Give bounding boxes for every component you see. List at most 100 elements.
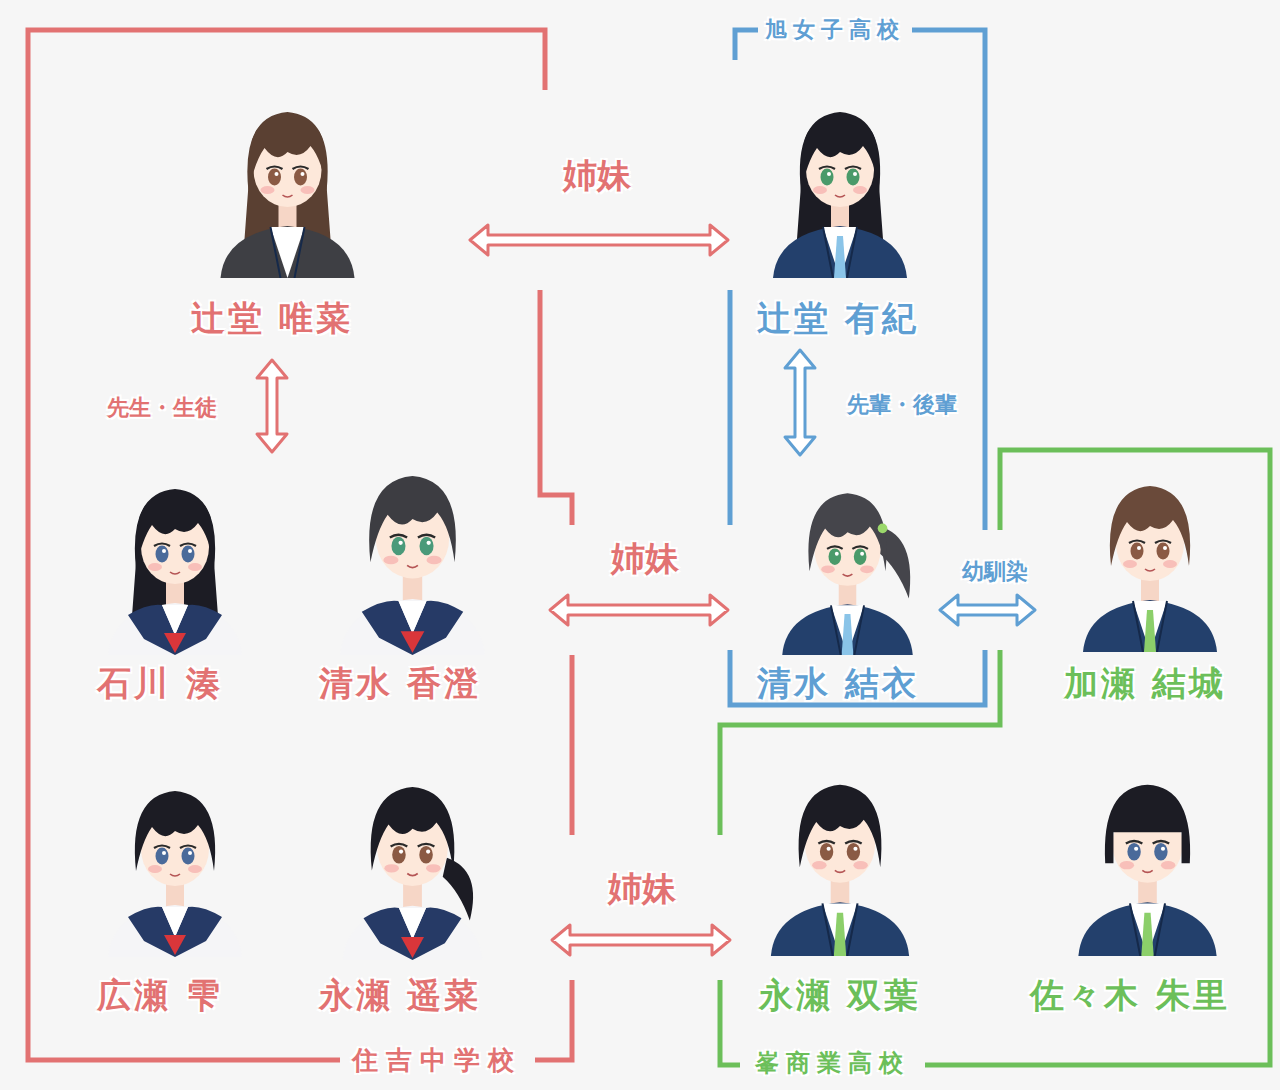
portrait (765, 470, 930, 655)
character-box: 清水 結衣 (728, 455, 940, 705)
portrait (330, 762, 495, 960)
sailor-collar (128, 605, 222, 655)
relation-arrow (257, 360, 287, 452)
portrait-illustration (765, 470, 930, 655)
eye (182, 848, 195, 865)
eye (1127, 843, 1140, 861)
blush (860, 565, 874, 573)
character-name: 佐々木 朱里 (1010, 971, 1250, 1019)
eyelash (1153, 841, 1170, 844)
portrait (755, 88, 925, 278)
eye-highlight (853, 172, 857, 176)
sailor-collar (128, 907, 222, 957)
eye (294, 169, 307, 186)
collar-inner (398, 601, 426, 633)
scarf (401, 631, 425, 653)
blush (1120, 861, 1134, 869)
relation-arrow (550, 595, 728, 625)
shirt (1133, 601, 1167, 652)
eyelash (154, 846, 170, 849)
blush (1161, 861, 1175, 869)
outfit (773, 226, 907, 278)
outfit (343, 906, 483, 960)
eyelash (845, 167, 861, 170)
group-border-line (535, 980, 572, 1060)
blush (301, 186, 315, 194)
eyelash (154, 544, 170, 547)
blush (188, 563, 202, 571)
character-name: 広瀬 雫 (50, 971, 270, 1019)
eye (156, 848, 169, 865)
eye-highlight (1161, 847, 1165, 851)
relation-arrow (470, 225, 728, 255)
character-box: 広瀬 雫 (48, 760, 285, 1025)
eye-highlight (860, 552, 864, 556)
blush (853, 861, 867, 869)
front-hair (1110, 486, 1190, 566)
blush (426, 864, 441, 872)
portrait-illustration (330, 450, 495, 655)
tie (1141, 913, 1153, 956)
eyelash (418, 844, 435, 847)
front-hair (808, 493, 886, 571)
portrait-illustration (100, 452, 250, 655)
collar-inner (162, 605, 188, 635)
character-name: 清水 結衣 (728, 659, 948, 707)
blush (427, 556, 442, 565)
portrait-illustration (1075, 460, 1225, 652)
portrait (755, 760, 925, 956)
lapel (1130, 903, 1165, 956)
eyelash (293, 167, 309, 170)
outfit (771, 902, 909, 956)
blush (821, 565, 835, 573)
eyelash (391, 844, 408, 847)
blush (1163, 560, 1177, 568)
character-name: 清水 香澄 (290, 659, 510, 707)
eye-highlight (188, 851, 192, 855)
eye (392, 846, 406, 864)
group-border-line (540, 290, 572, 525)
group-border-line (570, 655, 575, 835)
shirt (831, 605, 864, 655)
eye-highlight (275, 172, 279, 176)
portrait (330, 450, 495, 655)
eye-highlight (853, 847, 857, 851)
mouth (170, 572, 180, 574)
relation-arrow (552, 925, 730, 955)
tie (834, 236, 846, 278)
tie (842, 614, 854, 655)
blush (853, 186, 867, 194)
front-hair (1105, 785, 1190, 863)
eye-highlight (427, 541, 431, 545)
mouth (407, 874, 417, 876)
eye (419, 846, 433, 864)
outfit (340, 599, 485, 655)
character-name: 辻堂 有紀 (728, 294, 948, 342)
portrait (1075, 460, 1225, 652)
lapel (1133, 601, 1167, 652)
eye (420, 537, 434, 555)
character-box: 永瀬 双葉 (730, 758, 960, 1025)
character-box: 永瀬 遥菜 (288, 760, 552, 1025)
eye (391, 537, 405, 555)
outfit (108, 905, 242, 957)
blush (1123, 560, 1137, 568)
eyelash (852, 546, 868, 548)
blush (384, 864, 399, 872)
group-border-line (28, 30, 545, 1060)
character-box: 石川 湊 (48, 452, 285, 710)
eyelash (1129, 541, 1145, 544)
outfit (221, 226, 355, 278)
portrait-illustration (100, 762, 250, 957)
front-hair (371, 787, 455, 870)
eyelash (1155, 541, 1171, 544)
tie (834, 913, 846, 956)
front-hair (247, 112, 327, 192)
scarf (401, 937, 424, 958)
hair-tie (878, 524, 888, 534)
eye-highlight (398, 541, 402, 545)
shirt (822, 903, 857, 956)
portrait-illustration (1065, 760, 1230, 956)
relation-label: 幼馴染 (895, 558, 1095, 587)
